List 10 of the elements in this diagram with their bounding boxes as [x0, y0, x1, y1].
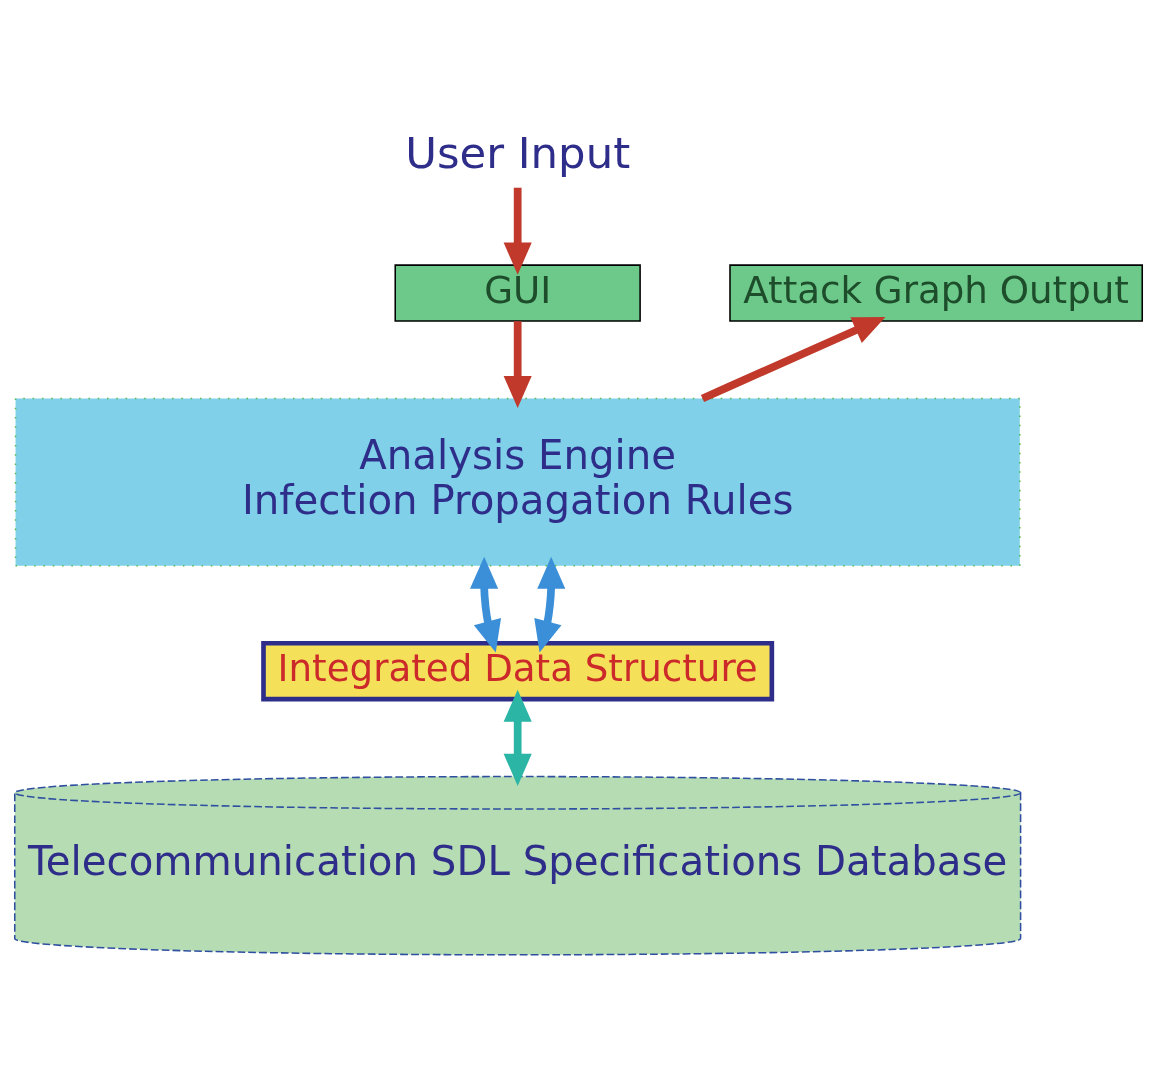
- node-box: Integrated Data Structure: [261, 640, 775, 701]
- arrow: [503, 320, 532, 408]
- arrow: [503, 689, 532, 786]
- node-box: Attack Graph Output: [729, 263, 1144, 322]
- node-text: User Input: [405, 127, 631, 178]
- arrow: [700, 316, 886, 402]
- arrow: [470, 556, 502, 653]
- arrow: [534, 556, 566, 653]
- node-box: Analysis Engine Infection Propagation Rules: [14, 397, 1021, 567]
- node-box: GUI: [394, 263, 641, 322]
